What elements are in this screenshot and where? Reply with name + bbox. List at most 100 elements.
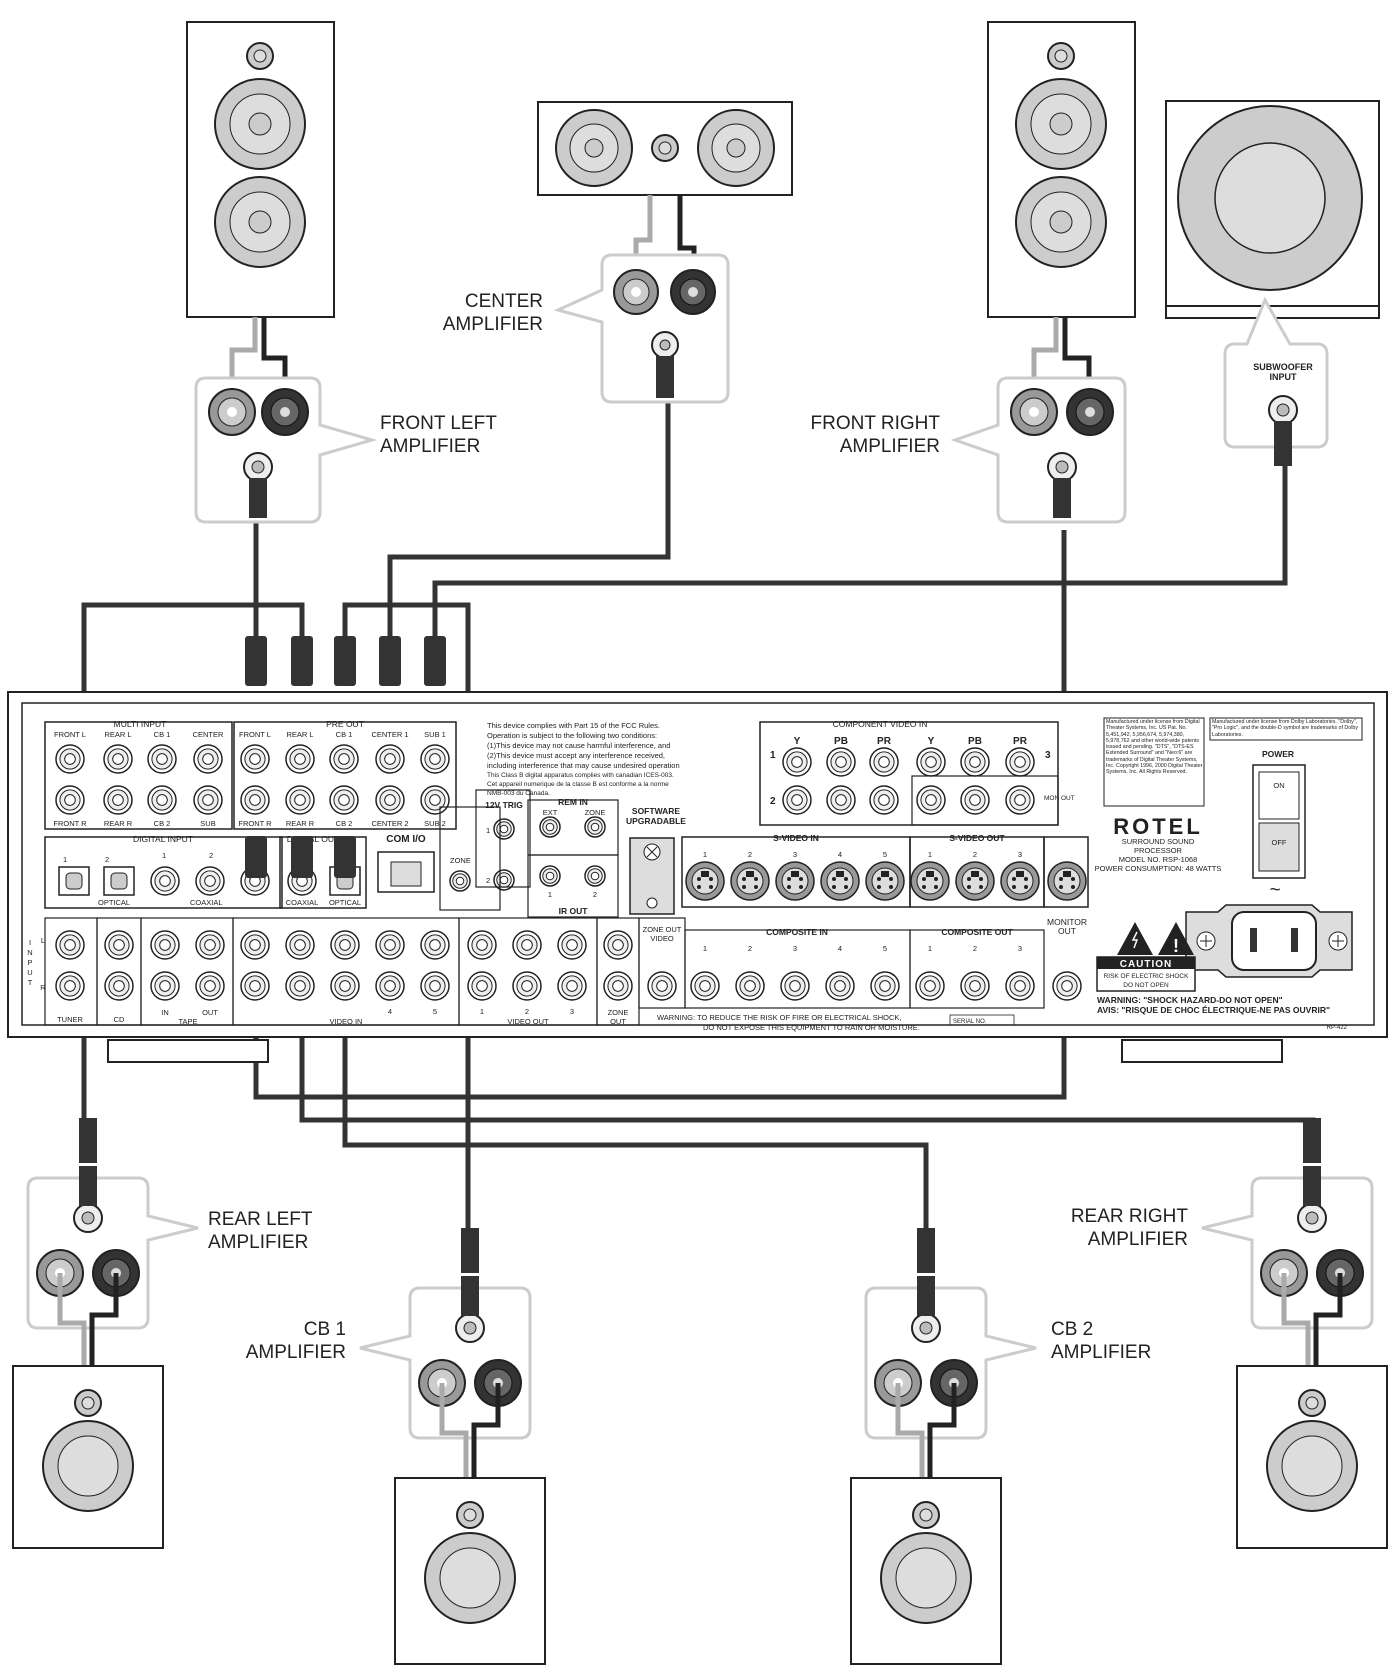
rca-jack (330, 930, 360, 960)
front-left-speaker (186, 21, 335, 318)
preout-frame (233, 721, 457, 830)
svg-text:COAXIAL: COAXIAL (190, 898, 223, 907)
center-amplifier-label-1: CENTER (465, 291, 543, 312)
svg-text:CENTER 2: CENTER 2 (371, 819, 408, 828)
preout-plugs-top (245, 636, 446, 686)
rca-jack (512, 971, 542, 1001)
rca-jack (420, 744, 450, 774)
front-right-amplifier-label-1: FRONT RIGHT (811, 413, 941, 434)
preout-labels: FRONT L REAR L CB 1 CENTER 1 SUB 1 FRONT… (238, 730, 445, 828)
svg-text:1: 1 (928, 944, 932, 953)
svg-text:L: L (41, 936, 45, 945)
svideo-jack (775, 861, 815, 901)
subwoofer-input-box (1223, 296, 1329, 466)
rca-jack (915, 971, 945, 1001)
svg-text:1: 1 (63, 855, 67, 864)
svg-text:RISK OF ELECTRIC SHOCK: RISK OF ELECTRIC SHOCK (1104, 973, 1190, 980)
rca-jack (603, 930, 633, 960)
cb1-amplifier-label-1: CB 1 (304, 1319, 346, 1340)
power-switch[interactable]: POWER ON OFF (1252, 749, 1306, 879)
rca-jack (825, 971, 855, 1001)
surround-speaker (1236, 1365, 1388, 1549)
svg-text:FRONT L: FRONT L (54, 730, 86, 739)
subwoofer-input-label-1: SUBWOOFER (1253, 362, 1313, 372)
rca-jack (375, 785, 405, 815)
surround-speaker (394, 1477, 546, 1665)
svg-text:OUT: OUT (202, 1008, 218, 1017)
software-upgrade-port (629, 837, 675, 915)
svg-text:TUNER: TUNER (57, 1015, 83, 1024)
svg-text:COM I/O: COM I/O (386, 834, 426, 845)
rca-jack (584, 865, 606, 887)
svg-text:2: 2 (525, 1007, 529, 1016)
multi-input-frame (44, 721, 233, 830)
rca-jack (55, 785, 85, 815)
rca-jack (782, 747, 812, 777)
dolby-notice: Manufactured under license from Dolby La… (1212, 719, 1358, 738)
rca-jack (150, 971, 180, 1001)
svg-text:OUT: OUT (1058, 926, 1076, 936)
rca-jack (195, 971, 225, 1001)
svg-text:N: N (27, 948, 32, 957)
svg-text:DO NOT OPEN: DO NOT OPEN (1123, 982, 1169, 989)
svg-text:Cet appareil numerique de la c: Cet appareil numerique de la classe B es… (487, 781, 669, 788)
svg-text:OUT: OUT (610, 1017, 626, 1026)
svg-text:U: U (27, 968, 32, 977)
svg-text:4: 4 (838, 944, 842, 953)
svg-text:1: 1 (928, 850, 932, 859)
rca-jack (603, 971, 633, 1001)
svg-text:PROCESSOR: PROCESSOR (1134, 846, 1183, 855)
rca-jack (147, 744, 177, 774)
rca-jack (103, 785, 133, 815)
rca-jack (690, 971, 720, 1001)
component-video-title: COMPONENT VIDEO IN (833, 719, 928, 729)
rca-jack (539, 816, 561, 838)
svideo-jack (820, 861, 860, 901)
rear-left-amplifier-label-1: REAR LEFT (208, 1209, 313, 1230)
svg-text:~: ~ (1269, 880, 1280, 901)
ac-power-inlet: ~ (1185, 880, 1353, 978)
svg-text:CAUTION: CAUTION (1120, 959, 1173, 970)
svg-text:FRONT R: FRONT R (53, 819, 87, 828)
svg-text:(1)This device may not cause h: (1)This device may not cause harmful int… (487, 741, 670, 750)
svg-text:!: ! (1173, 936, 1179, 956)
svg-text:1: 1 (480, 1007, 484, 1016)
svg-text:Operation is subject to the fo: Operation is subject to the following tw… (487, 731, 657, 740)
svg-text:4: 4 (388, 1007, 392, 1016)
rca-jack (826, 785, 856, 815)
rear-left-amplifier-label-2: AMPLIFIER (208, 1232, 308, 1253)
rca-jack (782, 785, 812, 815)
rca-jack (493, 818, 515, 840)
svg-text:I: I (29, 938, 31, 947)
rca-jack (826, 747, 856, 777)
rca-jack (285, 971, 315, 1001)
svg-text:Y: Y (794, 736, 801, 747)
svg-text:OPTICAL: OPTICAL (329, 898, 361, 907)
svideo-jack (1047, 861, 1087, 901)
rca-jack (240, 930, 270, 960)
svg-text:POWER CONSUMPTION: 48 WATTS: POWER CONSUMPTION: 48 WATTS (1095, 864, 1222, 873)
svg-text:CENTER: CENTER (193, 730, 224, 739)
serial-label: SERIAL NO. (953, 1019, 987, 1025)
amplifier-box (359, 1228, 532, 1440)
rca-jack (780, 971, 810, 1001)
svg-text:2: 2 (770, 796, 776, 807)
svg-text:MONITOR: MONITOR (1047, 917, 1087, 927)
svideo-jack (955, 861, 995, 901)
svg-text:1: 1 (486, 826, 490, 835)
rca-jack (240, 971, 270, 1001)
rca-jack (195, 866, 225, 896)
svg-text:2: 2 (748, 850, 752, 859)
rca-jack (735, 971, 765, 1001)
svg-text:VIDEO OUT: VIDEO OUT (507, 1017, 549, 1026)
rca-jack (647, 971, 677, 1001)
svg-text:COMPOSITE OUT: COMPOSITE OUT (941, 927, 1013, 937)
rca-jack (420, 930, 450, 960)
svg-text:CD: CD (114, 1015, 125, 1024)
cb2-amplifier-label-1: CB 2 (1051, 1319, 1093, 1340)
svideo-in-title: S-VIDEO IN (773, 833, 819, 843)
svg-text:2: 2 (593, 890, 597, 899)
svg-text:2: 2 (105, 855, 109, 864)
rca-jack (960, 785, 990, 815)
svideo-jack (685, 861, 725, 901)
